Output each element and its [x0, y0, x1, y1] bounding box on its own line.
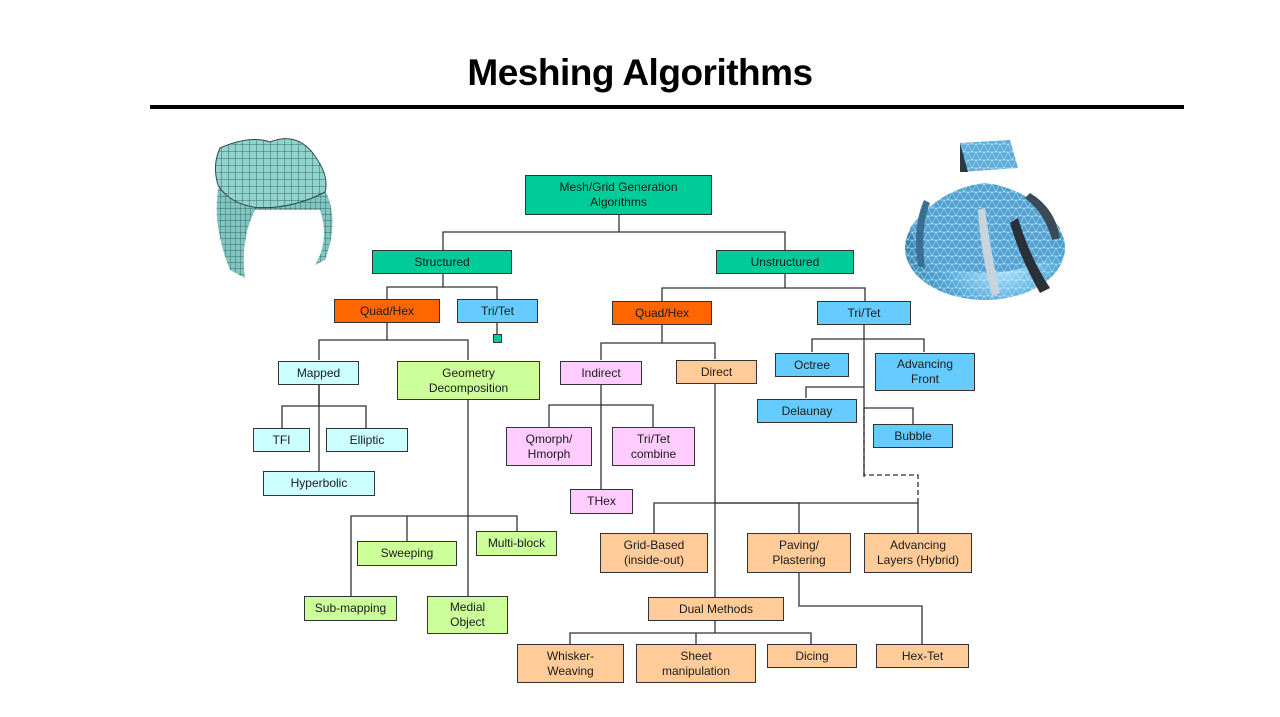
node-bubble: Bubble: [873, 424, 953, 448]
node-unstructured: Unstructured: [716, 250, 854, 274]
node-thex: THex: [570, 489, 633, 514]
node-advancing-front: Advancing Front: [875, 353, 975, 391]
node-delaunay: Delaunay: [757, 399, 857, 423]
node-sub-mapping: Sub-mapping: [304, 596, 397, 621]
node-medial-object: Medial Object: [427, 596, 508, 634]
node-indirect: Indirect: [560, 361, 642, 385]
node-hyperbolic: Hyperbolic: [263, 471, 375, 496]
node-unstructured-quadhex: Quad/Hex: [612, 301, 712, 325]
node-root: Mesh/Grid Generation Algorithms: [525, 175, 712, 215]
node-sheet-manipulation: Sheet manipulation: [636, 644, 756, 683]
title-underline: [150, 105, 1184, 109]
node-grid-based: Grid-Based (inside-out): [600, 533, 708, 573]
node-dicing: Dicing: [767, 644, 857, 668]
node-hex-tet: Hex-Tet: [876, 644, 969, 668]
node-direct: Direct: [676, 360, 757, 384]
node-mapped: Mapped: [278, 361, 359, 385]
node-tfi: TFI: [253, 428, 310, 452]
node-qmorph-hmorph: Qmorph/ Hmorph: [506, 427, 592, 466]
node-advancing-layers: Advancing Layers (Hybrid): [864, 533, 972, 573]
structured-tritet-terminal-marker: [493, 334, 502, 343]
node-paving-plastering: Paving/ Plastering: [747, 533, 851, 573]
page-title: Meshing Algorithms: [467, 52, 813, 93]
node-structured-quadhex: Quad/Hex: [334, 299, 440, 323]
node-tritet-combine: Tri/Tet combine: [612, 427, 695, 466]
node-geometry-decomposition: Geometry Decomposition: [397, 361, 540, 400]
node-structured-tritet: Tri/Tet: [457, 299, 538, 323]
node-dual-methods: Dual Methods: [648, 597, 784, 621]
unstructured-tet-mesh-impeller-image: [905, 140, 1065, 300]
node-whisker-weaving: Whisker- Weaving: [517, 644, 624, 683]
structured-hex-mesh-image: [214, 138, 333, 278]
node-multi-block: Multi-block: [476, 531, 557, 556]
node-sweeping: Sweeping: [357, 541, 457, 566]
node-octree: Octree: [775, 353, 849, 377]
node-elliptic: Elliptic: [326, 428, 408, 452]
node-unstructured-tritet: Tri/Tet: [817, 301, 911, 325]
node-structured: Structured: [372, 250, 512, 274]
